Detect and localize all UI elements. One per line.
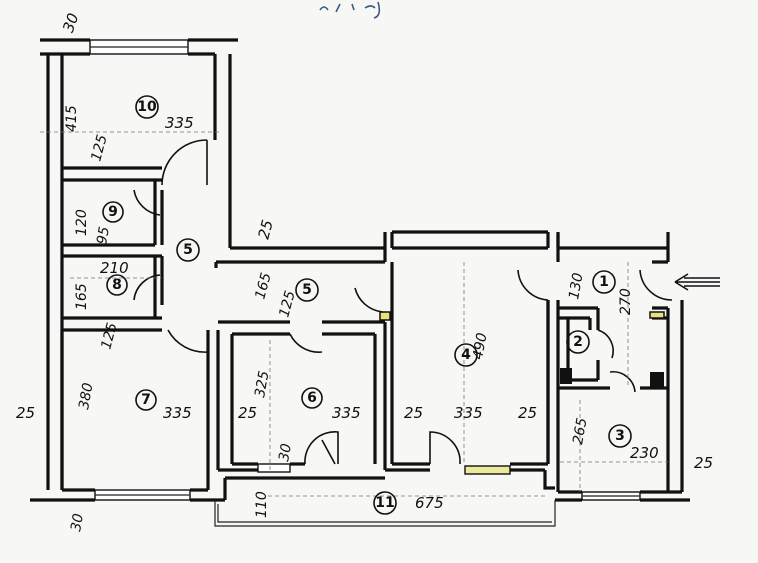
room-5a-label: 5: [176, 238, 200, 262]
dim-bottom-wall: 30: [68, 512, 87, 532]
dim-balcony-depth: 110: [254, 491, 270, 518]
room-7-label: 7: [135, 389, 157, 411]
dim-left-wall: 25: [16, 404, 35, 422]
dim-room4-wall-left: 25: [404, 404, 423, 422]
room-8-label: 8: [106, 274, 128, 296]
dim-room1-length: 130: [566, 272, 586, 301]
svg-text:6: 6: [307, 390, 317, 406]
dim-top-wall: 30: [59, 11, 82, 35]
svg-text:9: 9: [108, 204, 118, 220]
doors: [133, 139, 673, 465]
dim-corridor-wall: 25: [254, 218, 276, 241]
dim-room1-width: 270: [618, 288, 634, 315]
handwritten-note: [319, 1, 381, 19]
dim-room10-door: 125: [88, 133, 110, 163]
dim-room6-door-wall: 30: [276, 442, 295, 462]
dim-room10-length: 415: [64, 105, 80, 132]
svg-text:4: 4: [461, 347, 471, 363]
svg-text:8: 8: [112, 277, 122, 293]
dim-room6-wall: 25: [238, 404, 257, 422]
svg-text:2: 2: [573, 334, 583, 350]
dim-room10-width: 335: [165, 114, 194, 132]
dim-balcony-length: 675: [415, 494, 444, 512]
dim-room7-width: 335: [163, 404, 192, 422]
room-11-label: 11: [373, 491, 397, 515]
dimension-labels: 30 335 415 125 120 95 210 165 125 25 165…: [16, 11, 713, 533]
windows: [89, 39, 641, 501]
svg-text:11: 11: [375, 495, 394, 511]
dim-room4-wall-right: 25: [518, 404, 537, 422]
svg-text:5: 5: [302, 282, 312, 298]
room-1-label: 1: [592, 270, 616, 294]
dim-room6-width: 335: [332, 404, 361, 422]
dim-room4-length: 490: [470, 332, 490, 361]
balcony: [214, 500, 556, 527]
dim-room3-wall: 25: [694, 454, 713, 472]
room-6-label: 6: [301, 387, 323, 409]
room-9-label: 9: [102, 201, 124, 223]
room-10-label: 10: [135, 95, 159, 119]
room-5b-label: 5: [295, 278, 319, 302]
entrance-arrow-icon: [674, 273, 720, 291]
dim-room4-width: 335: [454, 404, 483, 422]
svg-text:1: 1: [599, 274, 609, 290]
dim-room9-length: 120: [74, 209, 90, 236]
room-numbers: 10 9 8 5 5 7 6 4 1 2 3 11: [102, 95, 632, 515]
dim-corridor-door: 125: [276, 289, 298, 319]
walls: [30, 38, 690, 502]
room-4-label: 4: [454, 343, 478, 367]
dim-room3-length: 265: [570, 417, 590, 446]
dim-room8-length: 165: [74, 283, 90, 310]
room-3-label: 3: [608, 424, 632, 448]
wall-blocks: [379, 311, 665, 388]
dim-corridor-length: 165: [252, 271, 274, 301]
dim-room7-door: 125: [98, 321, 120, 351]
svg-text:10: 10: [137, 99, 157, 115]
room-2-label: 2: [566, 330, 590, 354]
dim-room6-length: 325: [252, 370, 272, 399]
measure-lines: [40, 131, 668, 497]
dim-room7-length: 380: [76, 382, 96, 411]
svg-text:7: 7: [141, 392, 151, 408]
svg-text:3: 3: [615, 428, 625, 444]
dim-room8-width: 210: [100, 259, 129, 277]
dim-room3-width: 230: [630, 444, 659, 462]
dim-room9-door: 95: [94, 225, 113, 245]
svg-text:5: 5: [183, 242, 193, 258]
